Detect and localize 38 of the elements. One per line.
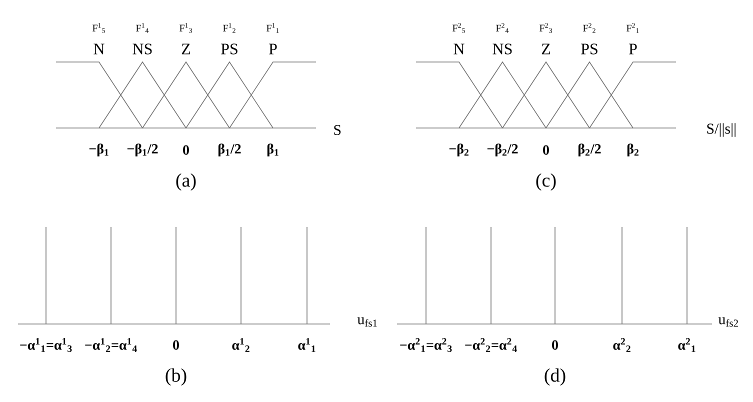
- set-label: P: [269, 44, 277, 54]
- tick-label: 0: [183, 145, 189, 155]
- tick-label: −α$^{1}$$_{1}$=α$^{1}$3: [20, 338, 72, 352]
- tick-label: 0: [552, 340, 558, 350]
- set-label: Z: [182, 44, 190, 54]
- set-label: N: [94, 44, 104, 54]
- set-label: NS: [492, 44, 512, 54]
- tick-label: −β$_{1}$/2: [127, 144, 158, 156]
- tick-label: α$^{1}$1: [298, 338, 316, 352]
- tick-label: −β$_{2}$/2: [487, 144, 518, 156]
- panel-label: (b): [166, 368, 186, 386]
- tick-label: β$_{1}$/2: [218, 144, 241, 156]
- set-label: PS: [221, 44, 238, 54]
- axis-label: S: [334, 124, 341, 136]
- set-label: N: [454, 44, 464, 54]
- panel-label: (d): [544, 368, 566, 386]
- tick-label: β$_{2}$: [627, 144, 638, 156]
- axis-label: S/||s||: [707, 123, 736, 137]
- tick-label: −α$^{2}$$_{2}$=α$^{2}$4: [465, 338, 517, 352]
- tick-label: 0: [173, 340, 179, 350]
- set-label: PS: [581, 44, 598, 54]
- axis-label: u$_{fs2}$: [718, 317, 738, 327]
- axis-label: u$_{fs1}$: [357, 317, 377, 327]
- tick-label: −α$^{1}$$_{2}$=α$^{1}$4: [85, 338, 137, 352]
- set-label: P: [629, 44, 637, 54]
- tick-label: β$_{2}$/2: [578, 144, 601, 156]
- tick-label: α$^{1}$2: [232, 338, 250, 352]
- tick-label: −β$_{1}$: [89, 144, 108, 156]
- tick-label: α$^{2}$2: [613, 338, 630, 352]
- tick-label: α$^{2}$1: [678, 338, 696, 352]
- tick-label: −β$_{2}$: [449, 144, 468, 156]
- tick-label: β$_{1}$: [267, 144, 278, 156]
- set-label: NS: [132, 44, 152, 54]
- tick-label: 0: [543, 145, 549, 155]
- set-label: Z: [542, 44, 550, 54]
- tick-label: −α$^{2}$$_{1}$=α$^{2}$3: [400, 338, 452, 352]
- panel-label: (c): [536, 173, 556, 191]
- panel-label: (a): [176, 173, 196, 191]
